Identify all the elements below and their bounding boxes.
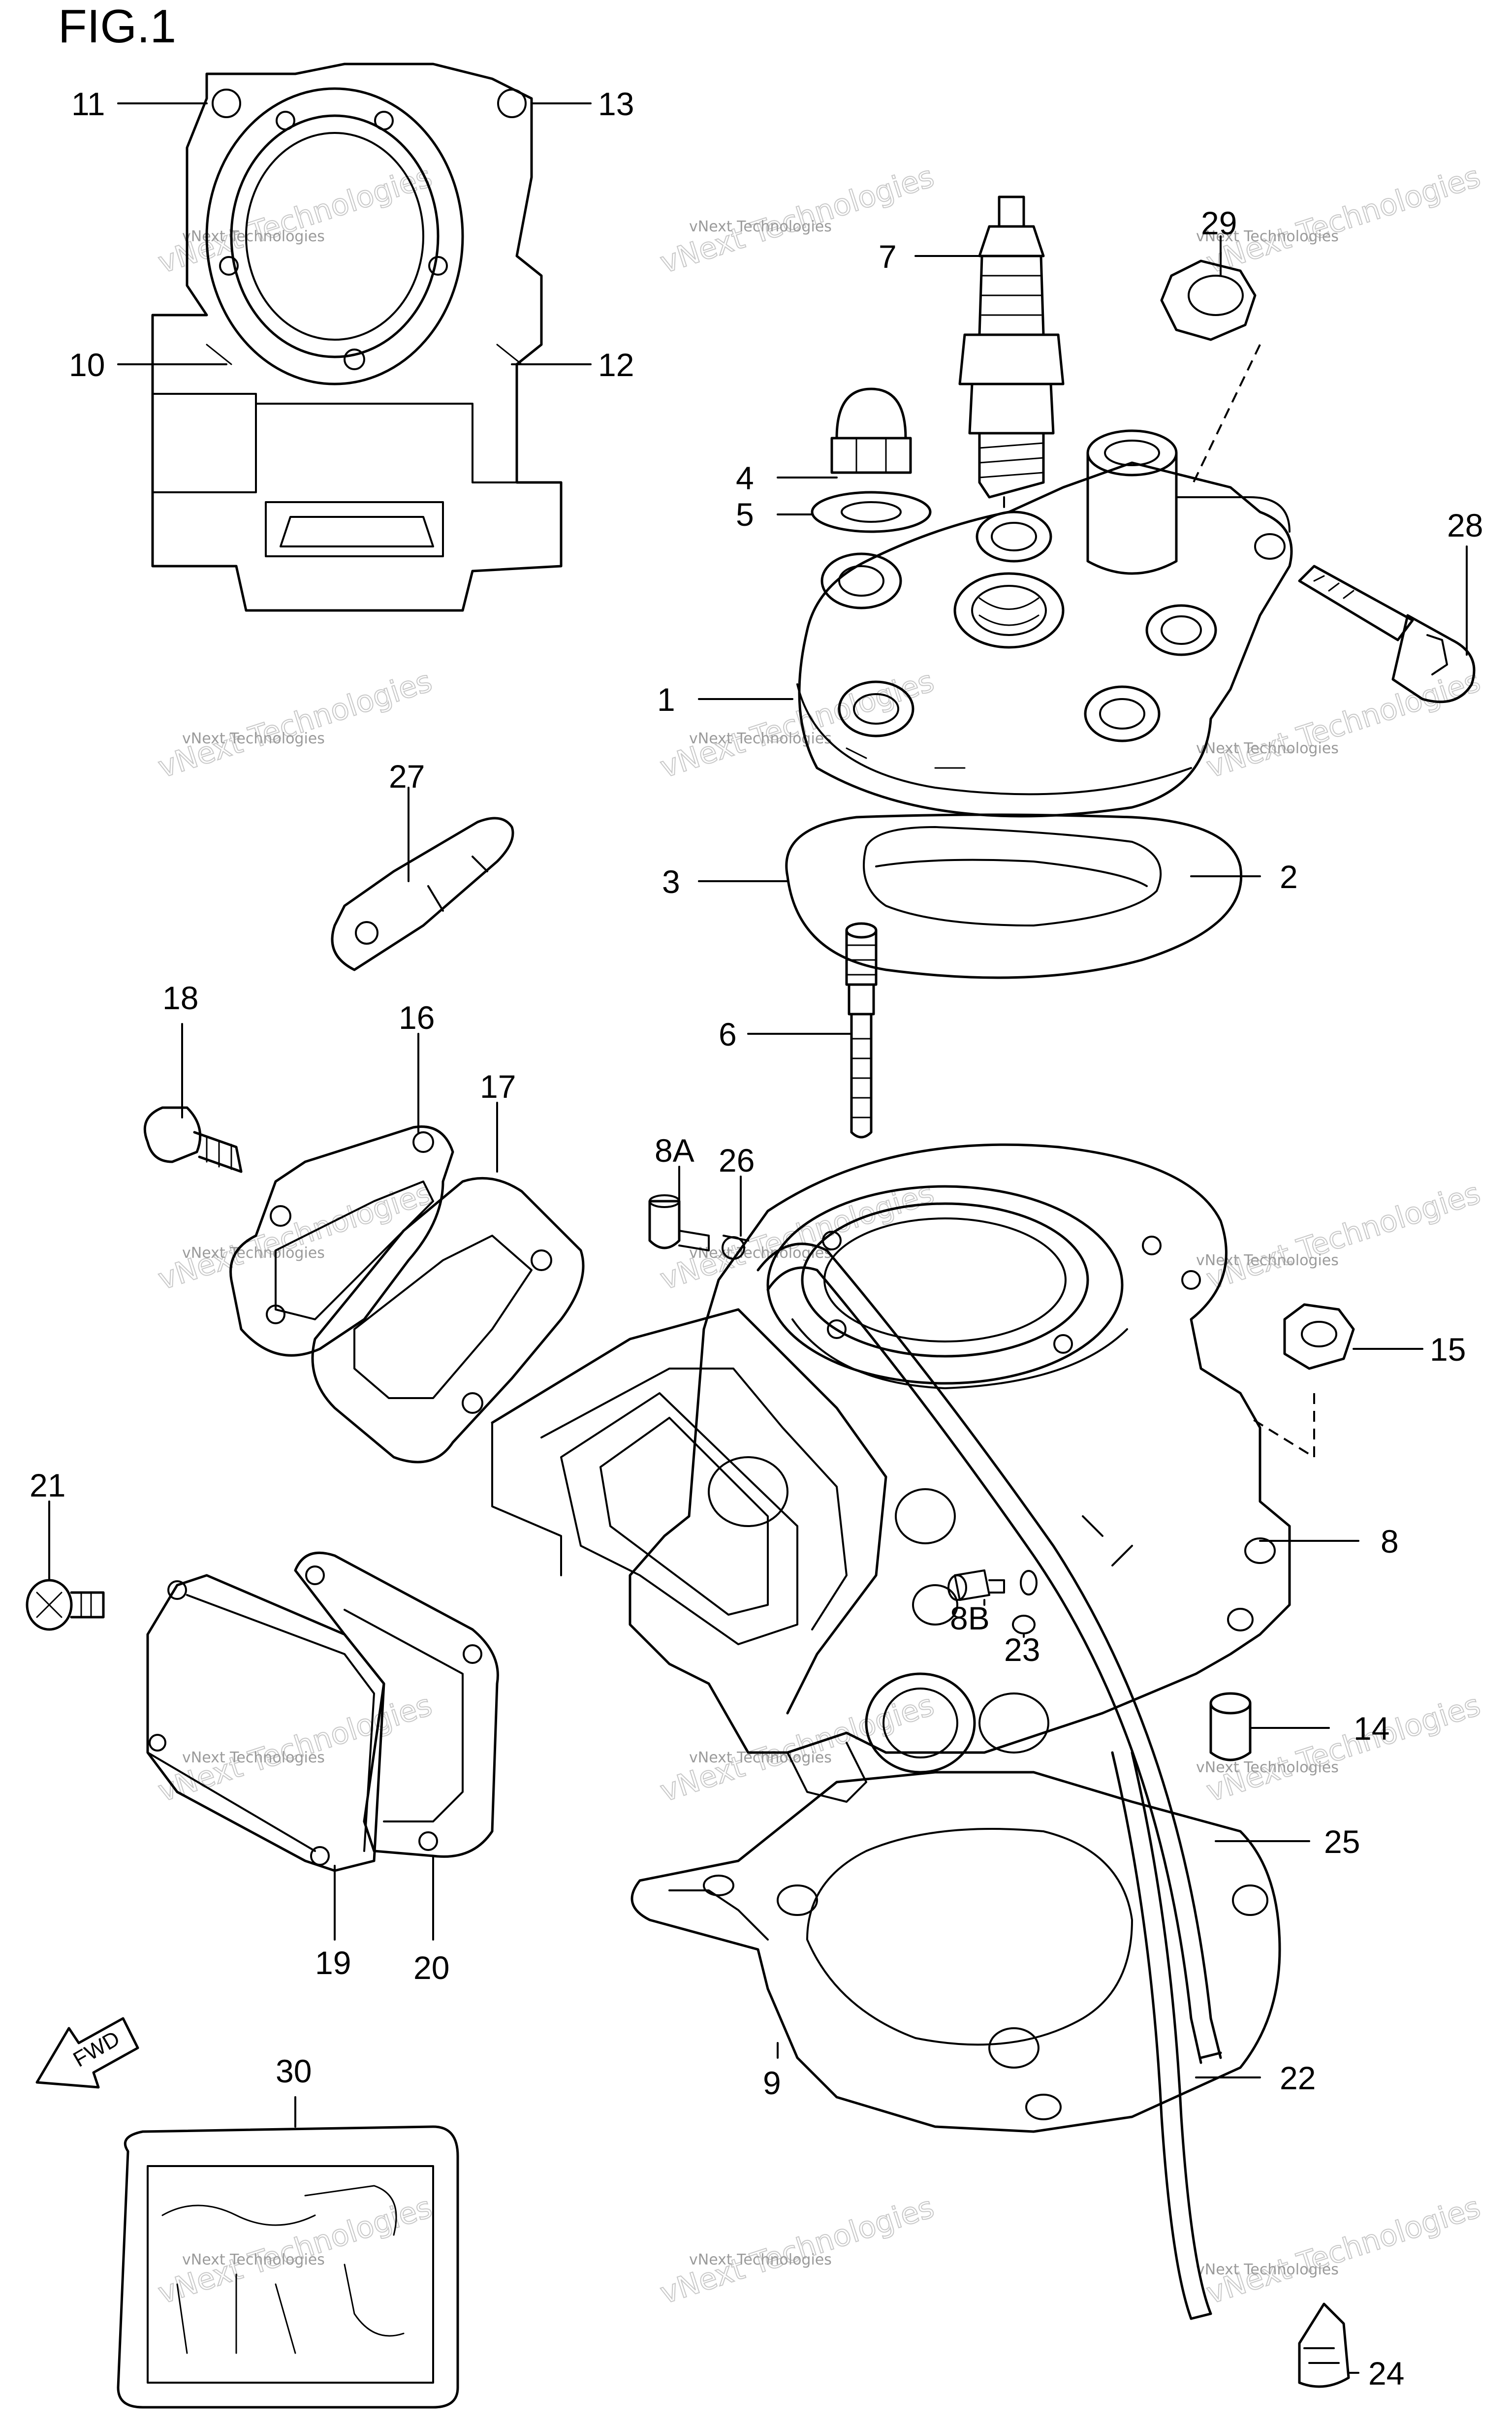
hose-clip-drawing (1298, 2302, 1350, 2388)
watermark-group: vNext Technologies vNext Technologies vN… (154, 159, 1485, 2312)
exhaust-gasket-drawing (311, 1177, 585, 1464)
callout-27: 27 (389, 758, 425, 795)
callout-8b: 8B (950, 1600, 990, 1636)
callout-9: 9 (763, 2065, 781, 2101)
watermark-text: vNext Technologies (1202, 2190, 1484, 2311)
callout-8a: 8A (655, 1132, 694, 1169)
watermark-row4-left: vNext Technologies vNext Technologies (154, 1688, 437, 1810)
callout-28: 28 (1447, 507, 1483, 543)
leader-lines (48, 102, 1468, 2374)
fwd-arrow-icon: FWD (35, 2017, 139, 2089)
cylinder-head-drawing (796, 429, 1293, 818)
callout-13: 13 (598, 86, 634, 122)
callout-labels: 11 13 10 12 7 29 4 5 28 1 2 3 27 6 18 16… (30, 86, 1483, 2392)
watermark-text: vNext Technologies (182, 730, 325, 747)
callout-7: 7 (879, 238, 897, 275)
callout-1: 1 (657, 681, 675, 718)
bolt-18-drawing (143, 1106, 243, 1173)
callout-20: 20 (413, 1949, 449, 1986)
watermark-text: vNext Technologies (1196, 1759, 1339, 1776)
watermark-row4-right: vNext Technologies vNext Technologies (1196, 1688, 1485, 1810)
callout-24: 24 (1368, 2355, 1404, 2392)
callout-14: 14 (1354, 1710, 1389, 1747)
callout-15: 15 (1430, 1331, 1466, 1368)
watermark-text: vNext Technologies (1196, 1252, 1339, 1269)
watermark-row2-right: vNext Technologies vNext Technologies (1196, 664, 1485, 786)
watermark-row2-mid: vNext Technologies vNext Technologies (656, 664, 939, 786)
callout-12: 12 (598, 347, 634, 383)
gasket-set-drawing (117, 2125, 459, 2409)
watermark-text: vNext Technologies (1202, 160, 1484, 281)
watermark-text: vNext Technologies (656, 664, 938, 785)
callout-19: 19 (315, 1945, 351, 1981)
callout-5: 5 (736, 496, 754, 533)
watermark-text: vNext Technologies (656, 2190, 938, 2311)
cylinder-inset-drawing (151, 63, 563, 612)
base-gasket-drawing (630, 1771, 1281, 2133)
watermark-text: vNext Technologies (182, 228, 325, 245)
callout-3: 3 (662, 863, 680, 900)
callout-2: 2 (1280, 859, 1298, 895)
bolt-21-drawing (26, 1579, 105, 1631)
callout-16: 16 (399, 999, 435, 1036)
watermark-text: vNext Technologies (1196, 740, 1339, 757)
watermark-text: vNext Technologies (154, 2190, 436, 2311)
callout-26: 26 (719, 1142, 755, 1179)
callout-8: 8 (1381, 1523, 1399, 1560)
callout-23: 23 (1004, 1631, 1040, 1668)
watermark-row5-mid: vNext Technologies vNext Technologies (656, 2190, 939, 2312)
callout-4: 4 (736, 460, 754, 496)
callout-6: 6 (719, 1016, 737, 1053)
bracket-27-drawing (331, 817, 514, 971)
bolt-28-drawing (1298, 565, 1476, 703)
hose-drawing (756, 1243, 1222, 2320)
callout-17: 17 (480, 1068, 516, 1105)
watermark-text: vNext Technologies (182, 1749, 325, 1766)
callout-21: 21 (30, 1467, 65, 1503)
figure-title: FIG.1 (58, 0, 176, 53)
watermark-row3-right: vNext Technologies vNext Technologies (1196, 1176, 1485, 1298)
watermark-text: vNext Technologies (1202, 664, 1484, 785)
watermark-text: vNext Technologies (182, 1244, 325, 1262)
stud-drawing (845, 922, 878, 1139)
watermark-top-right: vNext Technologies vNext Technologies (1196, 159, 1485, 281)
watermark-text: vNext Technologies (1202, 1688, 1484, 1809)
callout-18: 18 (162, 980, 198, 1016)
callout-10: 10 (69, 347, 105, 383)
watermark-row5-left: vNext Technologies vNext Technologies (154, 2190, 437, 2312)
head-gasket-drawing (785, 813, 1243, 979)
watermark-text: vNext Technologies (154, 1688, 436, 1809)
callout-11: 11 (71, 86, 105, 122)
callout-25: 25 (1324, 1823, 1360, 1860)
cap-nut-drawing (811, 387, 932, 533)
watermark-row5-right: vNext Technologies vNext Technologies (1196, 2190, 1485, 2312)
spark-plug-drawing (958, 195, 1065, 508)
nut-15-drawing (1249, 1303, 1355, 1459)
nut-29-drawing (1160, 259, 1261, 488)
callout-22: 22 (1280, 2060, 1316, 2096)
callout-30: 30 (276, 2053, 312, 2089)
watermark-text: vNext Technologies (689, 218, 832, 235)
cylinder-main-drawing (491, 1143, 1291, 1803)
watermark-top-left: vNext Technologies vNext Technologies (154, 159, 437, 281)
intake-gasket-drawing (294, 1551, 499, 1858)
watermark-text: vNext Technologies (154, 160, 436, 281)
watermark-text: vNext Technologies (689, 2251, 832, 2268)
dowel-pin-drawing (1209, 1692, 1252, 1761)
watermark-text: vNext Technologies (689, 730, 832, 747)
watermark-text: vNext Technologies (1196, 2261, 1339, 2278)
watermark-text: vNext Technologies (1202, 1176, 1484, 1297)
watermark-text: vNext Technologies (182, 2251, 325, 2268)
callout-29: 29 (1201, 205, 1237, 241)
